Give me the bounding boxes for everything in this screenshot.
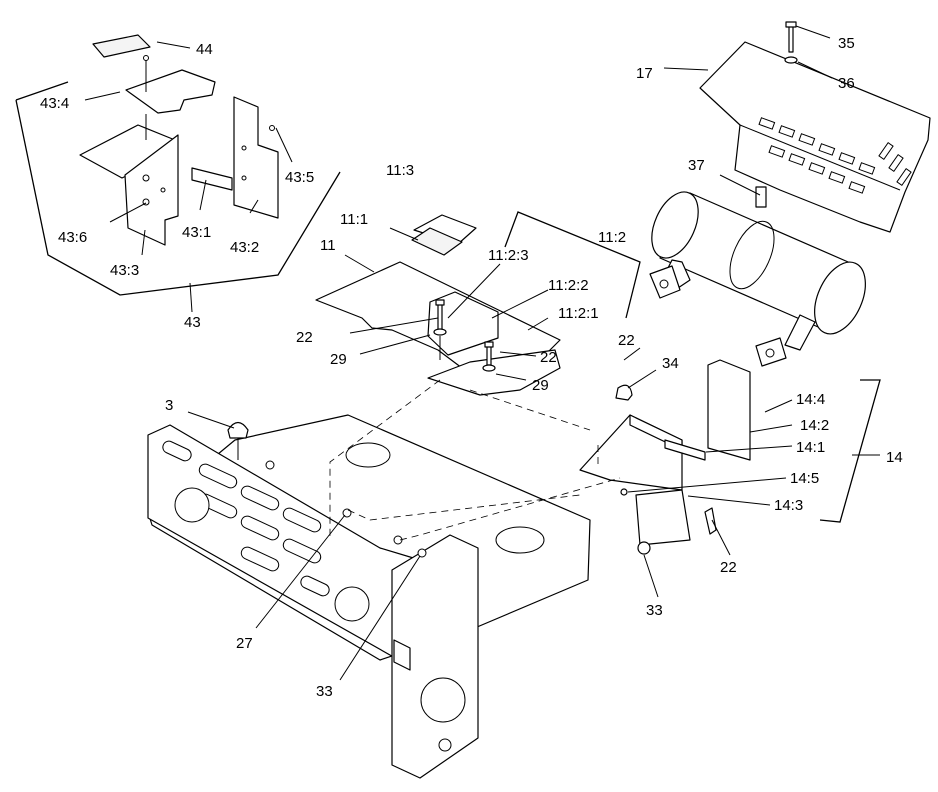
callout-27: 27 <box>236 635 253 652</box>
knob-3 <box>227 421 249 439</box>
part-43-2-plate <box>233 96 279 219</box>
leader-lines <box>84 25 880 681</box>
frame-assembly <box>147 414 591 779</box>
callout-22-b: 22 <box>540 349 557 366</box>
callout-11-2-1: 11:2:1 <box>558 305 599 322</box>
group-11-2-outline <box>504 211 641 319</box>
washer-29-a <box>433 328 447 336</box>
screw-35 <box>785 21 797 53</box>
callout-35: 35 <box>838 35 855 52</box>
base-hole-1 <box>345 442 391 468</box>
callout-11-2-3: 11:2:3 <box>488 247 529 264</box>
hole-43-3-a <box>142 174 150 182</box>
part-44-pad <box>92 34 151 58</box>
callout-43-3: 43:3 <box>110 262 139 279</box>
callout-43-5: 43:5 <box>285 169 314 186</box>
muffler-band <box>729 220 775 290</box>
callout-22-c: 22 <box>618 332 635 349</box>
flange-hole-outlet <box>765 348 775 358</box>
hole-43-2-a <box>241 145 247 151</box>
muffler-end-left <box>651 191 699 259</box>
part-14-3-plate <box>635 489 691 546</box>
callout-14-1: 14:1 <box>796 439 825 456</box>
assembly-11 <box>315 211 641 396</box>
nut-33-a <box>637 541 651 555</box>
callout-11: 11 <box>320 237 336 254</box>
group-43-outline <box>15 81 341 296</box>
assembly-dash-lines <box>329 379 621 541</box>
callout-22-a: 22 <box>296 329 313 346</box>
callout-22-d: 22 <box>720 559 737 576</box>
callout-3: 3 <box>165 397 173 414</box>
spacer-37 <box>755 186 767 208</box>
hole-43-3-c <box>160 187 166 193</box>
assembly-14 <box>579 359 881 555</box>
callout-14-2: 14:2 <box>800 417 829 434</box>
hole-43-2-b <box>241 175 247 181</box>
callout-43-1: 43:1 <box>182 224 211 241</box>
callout-43-2: 43:2 <box>230 239 259 256</box>
callout-11-2: 11:2 <box>598 229 626 246</box>
callout-33-b: 33 <box>316 683 333 700</box>
part-43-3-bracket <box>124 134 179 246</box>
shield-top-fold <box>739 124 901 191</box>
callout-29-b: 29 <box>532 377 549 394</box>
callout-34: 34 <box>662 355 679 372</box>
screw-43-5 <box>269 125 275 131</box>
part-43-1-strip <box>191 167 233 191</box>
part-14-1-rod <box>664 439 706 461</box>
frame-nut-33 <box>417 548 427 558</box>
callout-17: 17 <box>636 65 653 82</box>
frame-nut-1 <box>265 460 275 470</box>
assembly-17-muffler <box>649 21 931 367</box>
callout-11-1: 11:1 <box>340 211 368 228</box>
callout-14-3: 14:3 <box>774 497 803 514</box>
callout-43: 43 <box>184 314 201 331</box>
callout-11-3: 11:3 <box>386 162 414 179</box>
callout-43-6: 43:6 <box>58 229 87 246</box>
callout-44: 44 <box>196 41 213 58</box>
screw-22-a <box>435 299 445 331</box>
shield-slots <box>758 117 912 194</box>
upright-big-hole <box>420 677 466 723</box>
callout-36: 36 <box>838 75 855 92</box>
part-14-mount-bracket <box>579 414 683 491</box>
muffler-end-right <box>814 261 866 335</box>
upright-slot <box>393 639 411 671</box>
bolt-22-d <box>704 507 717 535</box>
upright-hole-2 <box>438 738 452 752</box>
muffler-outlet-pipe <box>784 314 816 351</box>
callout-29-a: 29 <box>330 351 347 368</box>
part-11-1-pad <box>411 227 463 256</box>
part-34-bushing <box>615 384 633 401</box>
callout-14-4: 14:4 <box>796 391 825 408</box>
callout-33-a: 33 <box>646 602 663 619</box>
callout-14: 14 <box>886 449 903 466</box>
part-11-2-1-plate <box>427 349 561 396</box>
washer-29-b <box>482 364 496 372</box>
frame-nut-2 <box>393 535 403 545</box>
group-14-outline <box>819 379 881 523</box>
callout-37: 37 <box>688 157 705 174</box>
part-43-4-shield <box>125 69 216 114</box>
washer-36 <box>784 56 798 64</box>
callout-43-4: 43:4 <box>40 95 69 112</box>
part-14-2-plate <box>707 359 751 461</box>
washer-14-5 <box>620 488 628 496</box>
flange-hole-inlet <box>659 279 669 289</box>
assembly-43 <box>15 34 341 296</box>
part-17-heat-shield <box>699 41 931 233</box>
callout-14-5: 14:5 <box>790 470 819 487</box>
base-hole-2 <box>495 526 545 554</box>
callout-11-2-2: 11:2:2 <box>548 277 589 294</box>
screw-43-4 <box>143 55 149 61</box>
callouts: 44 43:4 43:5 43:6 43:1 43:2 43:3 43 17 3… <box>40 35 903 700</box>
